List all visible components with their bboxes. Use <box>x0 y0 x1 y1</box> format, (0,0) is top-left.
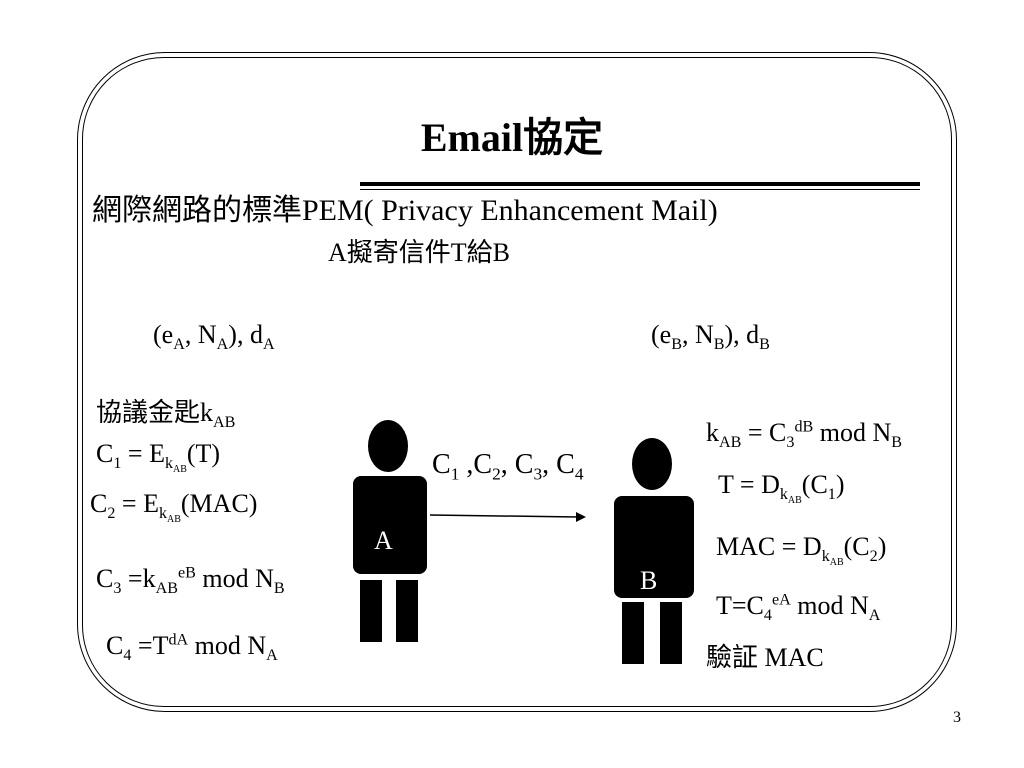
verify-mac-text: 驗証 MAC <box>706 643 824 672</box>
slide-frame-inner <box>82 57 952 707</box>
person-b-icon <box>614 438 694 664</box>
sender-c4: C4 =TdA mod NA <box>106 631 278 665</box>
scenario-text: A擬寄信件T給B <box>328 238 511 267</box>
receiver-l4: T=C4eA mod NA <box>716 591 881 625</box>
receiver-l3: MAC = DkAB(C2) <box>716 532 887 569</box>
person-a-icon <box>353 420 427 642</box>
keys-b: (eB, NB), dB <box>651 320 770 354</box>
slide-frame-outer <box>77 52 957 712</box>
sender-c2: C2 = EkAB(MAC) <box>90 489 258 526</box>
keys-a: (eA, NA), dA <box>153 320 275 354</box>
sender-c3: C3 =kABeB mod NB <box>96 564 285 598</box>
subtitle: 網際網路的標準PEM( Privacy Enhancement Mail) <box>92 194 718 227</box>
receiver-l1: kAB = C3dB mod NB <box>706 418 903 452</box>
page-number: 3 <box>953 709 961 726</box>
title-rule-thick <box>360 182 920 186</box>
person-b-label: B <box>640 566 658 595</box>
sender-c1: C1 = EkAB(T) <box>96 439 221 476</box>
person-a-label: A <box>374 526 393 555</box>
arrow-icon <box>430 512 586 522</box>
receiver-l2: T = DkAB(C1) <box>718 470 845 507</box>
agree-key-line: 協議金匙kAB <box>96 398 236 432</box>
slide-title: Email協定 <box>420 115 604 160</box>
message-ciphertexts: C1 ,C2, C3, C4 <box>432 449 584 484</box>
title-rule-thin <box>360 189 920 190</box>
